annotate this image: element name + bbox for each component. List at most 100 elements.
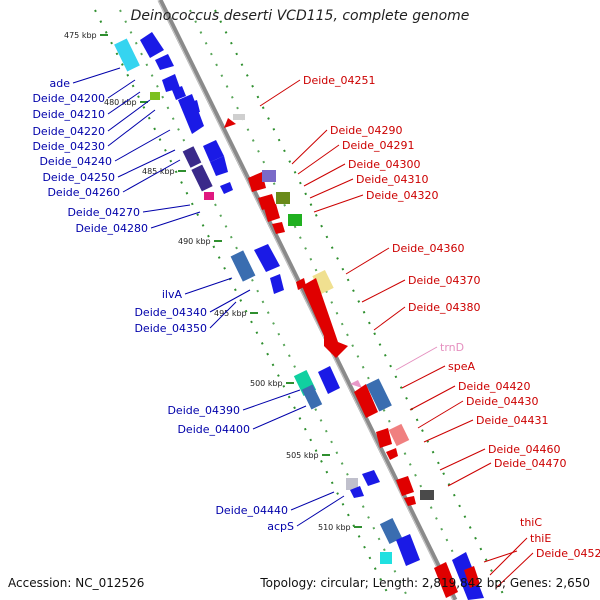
- left-label-leader: [209, 301, 237, 329]
- gene-box: [230, 250, 256, 282]
- gene-label-right[interactable]: Deide_04380: [408, 301, 481, 314]
- gene-label-left[interactable]: Deide_04270: [67, 206, 140, 219]
- gene-arrow: [172, 86, 186, 100]
- gene-label-right[interactable]: thiE: [530, 532, 551, 545]
- left-label-leader: [107, 99, 151, 132]
- right-label-leader: [447, 462, 492, 487]
- kbp-tick-label: 505 kbp: [286, 451, 319, 460]
- left-label-leader: [72, 67, 121, 84]
- rna-mark: [350, 380, 362, 388]
- genome-backbone-highlight: [157, 0, 454, 600]
- gene-box: [204, 192, 214, 200]
- left-label-leader: [296, 495, 345, 527]
- gene-arrow: [318, 366, 340, 394]
- gene-label-right[interactable]: Deide_04470: [494, 457, 567, 470]
- gene-label-right[interactable]: thiC: [520, 516, 542, 529]
- gene-arrow: [434, 562, 458, 598]
- right-label-leader: [259, 79, 301, 107]
- right-label-leader: [423, 419, 474, 443]
- gene-label-left[interactable]: acpS: [267, 520, 294, 533]
- gene-arrow: [376, 428, 392, 448]
- gene-arrow: [155, 54, 174, 70]
- gene-label-left[interactable]: Deide_04260: [47, 186, 120, 199]
- kbp-tick-label: 510 kbp: [318, 523, 351, 532]
- gene-label-right[interactable]: Deide_04420: [458, 380, 531, 393]
- gene-arrow: [203, 140, 224, 162]
- gene-label-right[interactable]: speA: [448, 360, 475, 373]
- right-label-leader: [439, 448, 486, 471]
- gene-box: [276, 192, 290, 204]
- gene-label-right[interactable]: Deide_04291: [342, 139, 415, 152]
- left-strand-features: [114, 32, 420, 566]
- kbp-tick-label: 475 kbp: [64, 31, 97, 40]
- gene-label-right[interactable]: Deide_04310: [356, 173, 429, 186]
- gene-label-left[interactable]: ade: [50, 77, 71, 90]
- right-label-leader: [297, 144, 340, 175]
- gene-box: [380, 552, 392, 564]
- gene-label-left[interactable]: Deide_04280: [75, 222, 148, 235]
- gene-arrow: [162, 74, 180, 92]
- right-label-leader: [489, 537, 528, 576]
- gene-label-right[interactable]: Deide_04431: [476, 414, 549, 427]
- gene-box: [150, 92, 160, 100]
- gene-label-right[interactable]: Deide_04525: [536, 547, 600, 560]
- gene-label-left[interactable]: Deide_04200: [32, 92, 105, 105]
- gene-label-right[interactable]: Deide_04430: [466, 395, 539, 408]
- gene-label-left[interactable]: Deide_04350: [134, 322, 207, 335]
- gene-label-right[interactable]: Deide_04360: [392, 242, 465, 255]
- gene-box: [288, 214, 302, 226]
- gene-label-left[interactable]: Deide_04220: [32, 125, 105, 138]
- gene-label-right[interactable]: Deide_04290: [330, 124, 403, 137]
- gene-arrow: [464, 566, 480, 588]
- gene-arrow: [350, 486, 364, 498]
- gene-arrow: [220, 182, 233, 194]
- gene-label-right[interactable]: trnD: [440, 341, 464, 354]
- inner-right-guide: [189, 9, 476, 599]
- gene-label-left[interactable]: Deide_04230: [32, 140, 105, 153]
- gene-arrow: [185, 100, 200, 114]
- inner-left-guide: [119, 9, 409, 599]
- gene-box: [346, 478, 358, 490]
- gene-label-right[interactable]: Deide_04300: [348, 158, 421, 171]
- left-label-leader: [290, 491, 335, 511]
- gene-arrow: [248, 172, 266, 192]
- gene-arrow: [396, 534, 420, 566]
- gene-label-left[interactable]: Deide_04250: [42, 171, 115, 184]
- gene-arrow: [178, 94, 204, 134]
- right-label-leader: [303, 163, 346, 187]
- left-label-leader: [107, 109, 156, 147]
- genome-title: Deinococcus deserti VCD115, complete gen…: [130, 8, 470, 24]
- outer-left-guide: [94, 9, 391, 599]
- kbp-tick-label: 495 kbp: [214, 309, 247, 318]
- left-label-leader: [252, 405, 307, 430]
- gene-box: [366, 378, 392, 412]
- gene-arrow: [264, 204, 280, 222]
- gene-label-left[interactable]: Deide_04400: [177, 423, 250, 436]
- gene-label-left[interactable]: Deide_04240: [39, 155, 112, 168]
- gene-label-right[interactable]: Deide_04320: [366, 189, 439, 202]
- gene-box: [301, 384, 323, 410]
- gene-box: [312, 269, 334, 295]
- left-labels: adeDeide_04200Deide_04210Deide_04220Deid…: [32, 67, 345, 533]
- gene-box: [191, 164, 213, 192]
- gene-arrow: [404, 496, 416, 506]
- genome-summary-text: Topology: circular; Length: 2,819,842 bp…: [260, 576, 590, 590]
- left-label-leader: [117, 149, 176, 178]
- gene-box: [182, 146, 202, 168]
- gene-label-right[interactable]: Deide_04460: [488, 443, 561, 456]
- gene-label-left[interactable]: Deide_04210: [32, 108, 105, 121]
- gene-label-left[interactable]: Deide_04440: [215, 504, 288, 517]
- gene-box: [233, 114, 245, 120]
- gene-label-right[interactable]: Deide_04370: [408, 274, 481, 287]
- gene-arrow: [296, 278, 306, 290]
- gene-label-left[interactable]: ilvA: [162, 288, 183, 301]
- gene-label-left[interactable]: Deide_04340: [134, 306, 207, 319]
- right-label-leader: [409, 385, 456, 411]
- gene-label-right[interactable]: Deide_04251: [303, 74, 376, 87]
- gene-label-left[interactable]: Deide_04390: [167, 404, 240, 417]
- gene-arrow: [354, 384, 378, 418]
- kbp-tick-label: 485 kbp: [142, 167, 175, 176]
- gene-arrow: [254, 244, 280, 272]
